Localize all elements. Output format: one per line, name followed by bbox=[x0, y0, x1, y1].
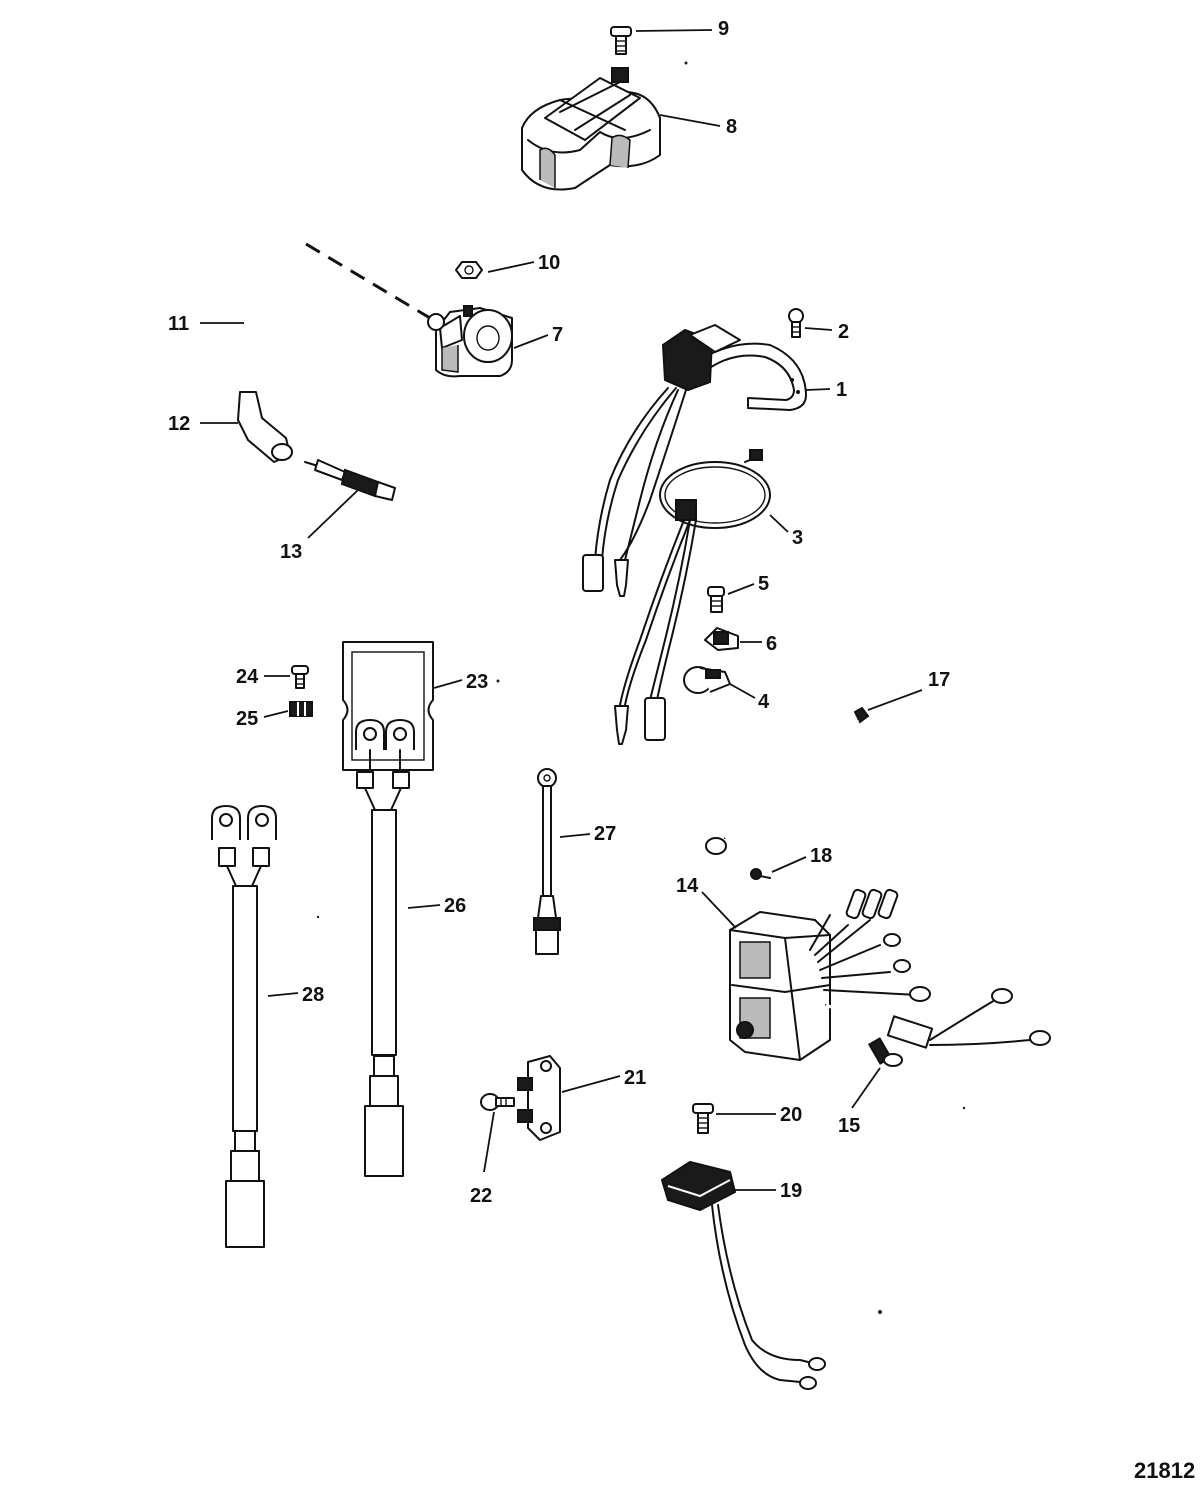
part-23-rectifier bbox=[342, 641, 434, 771]
part-2-screw bbox=[788, 308, 804, 338]
leader-lines bbox=[200, 29, 923, 1191]
callout-4: 4 bbox=[758, 691, 770, 713]
callout-13: 13 bbox=[280, 541, 302, 563]
part-7-ignition-coil bbox=[427, 305, 513, 378]
part-5-screw bbox=[707, 586, 725, 613]
callout-6: 6 bbox=[766, 633, 777, 655]
part-17-ground-wire bbox=[705, 706, 870, 855]
callout-8: 8 bbox=[726, 116, 737, 138]
part-8-twin-coil bbox=[521, 67, 661, 191]
part-25-spacer bbox=[289, 701, 313, 717]
callout-3: 3 bbox=[792, 527, 803, 549]
callout-28: 28 bbox=[302, 984, 324, 1006]
part-19-switch bbox=[660, 1160, 826, 1390]
callout-2: 2 bbox=[838, 321, 849, 343]
callout-24: 24 bbox=[236, 666, 259, 688]
part-10-nut bbox=[455, 261, 483, 279]
part-20-screw bbox=[692, 1103, 714, 1134]
callout-21: 21 bbox=[624, 1067, 646, 1089]
part-27-strap bbox=[533, 768, 561, 955]
figure-number: 21812 bbox=[1134, 1458, 1195, 1483]
callout-26: 26 bbox=[444, 895, 466, 917]
callout-11: 11 bbox=[168, 313, 189, 335]
callout-14: 14 bbox=[676, 875, 699, 897]
part-4-clamp bbox=[683, 666, 731, 694]
callout-1: 1 bbox=[836, 379, 847, 401]
callout-9-label: 9 bbox=[718, 18, 729, 40]
part-21-terminal-block bbox=[517, 1055, 561, 1141]
callout-25: 25 bbox=[236, 708, 258, 730]
part-3-sensor-coil bbox=[614, 449, 771, 745]
callout-22: 22 bbox=[470, 1185, 492, 1207]
part-18-screw bbox=[750, 868, 771, 880]
part-14-switch-box bbox=[729, 888, 1051, 1061]
part-9-screw bbox=[610, 26, 632, 55]
callout-20: 20 bbox=[780, 1104, 802, 1126]
callout-5: 5 bbox=[758, 573, 769, 595]
part-12-spark-plug-boot bbox=[237, 391, 293, 463]
part-24-screw bbox=[291, 665, 309, 689]
callout-17: 17 bbox=[928, 669, 950, 691]
callout-7: 7 bbox=[552, 324, 563, 346]
part-15-screw bbox=[867, 1037, 903, 1067]
callout-18: 18 bbox=[810, 845, 832, 867]
part-11-spark-plug-lead bbox=[242, 222, 431, 398]
part-26-harness bbox=[356, 771, 410, 1177]
part-22-screw bbox=[480, 1093, 515, 1111]
part-13-spark-plug bbox=[304, 459, 396, 501]
callout-27: 27 bbox=[594, 823, 616, 845]
callout-12: 12 bbox=[168, 413, 190, 435]
part-28-harness bbox=[211, 805, 277, 1248]
callout-15: 15 bbox=[838, 1115, 860, 1137]
part-1-trigger-plate bbox=[582, 324, 807, 597]
callout-23: 23 bbox=[466, 671, 488, 693]
part-6-clip bbox=[704, 627, 739, 651]
callout-10: 10 bbox=[538, 252, 560, 274]
callout-19: 19 bbox=[780, 1180, 802, 1202]
